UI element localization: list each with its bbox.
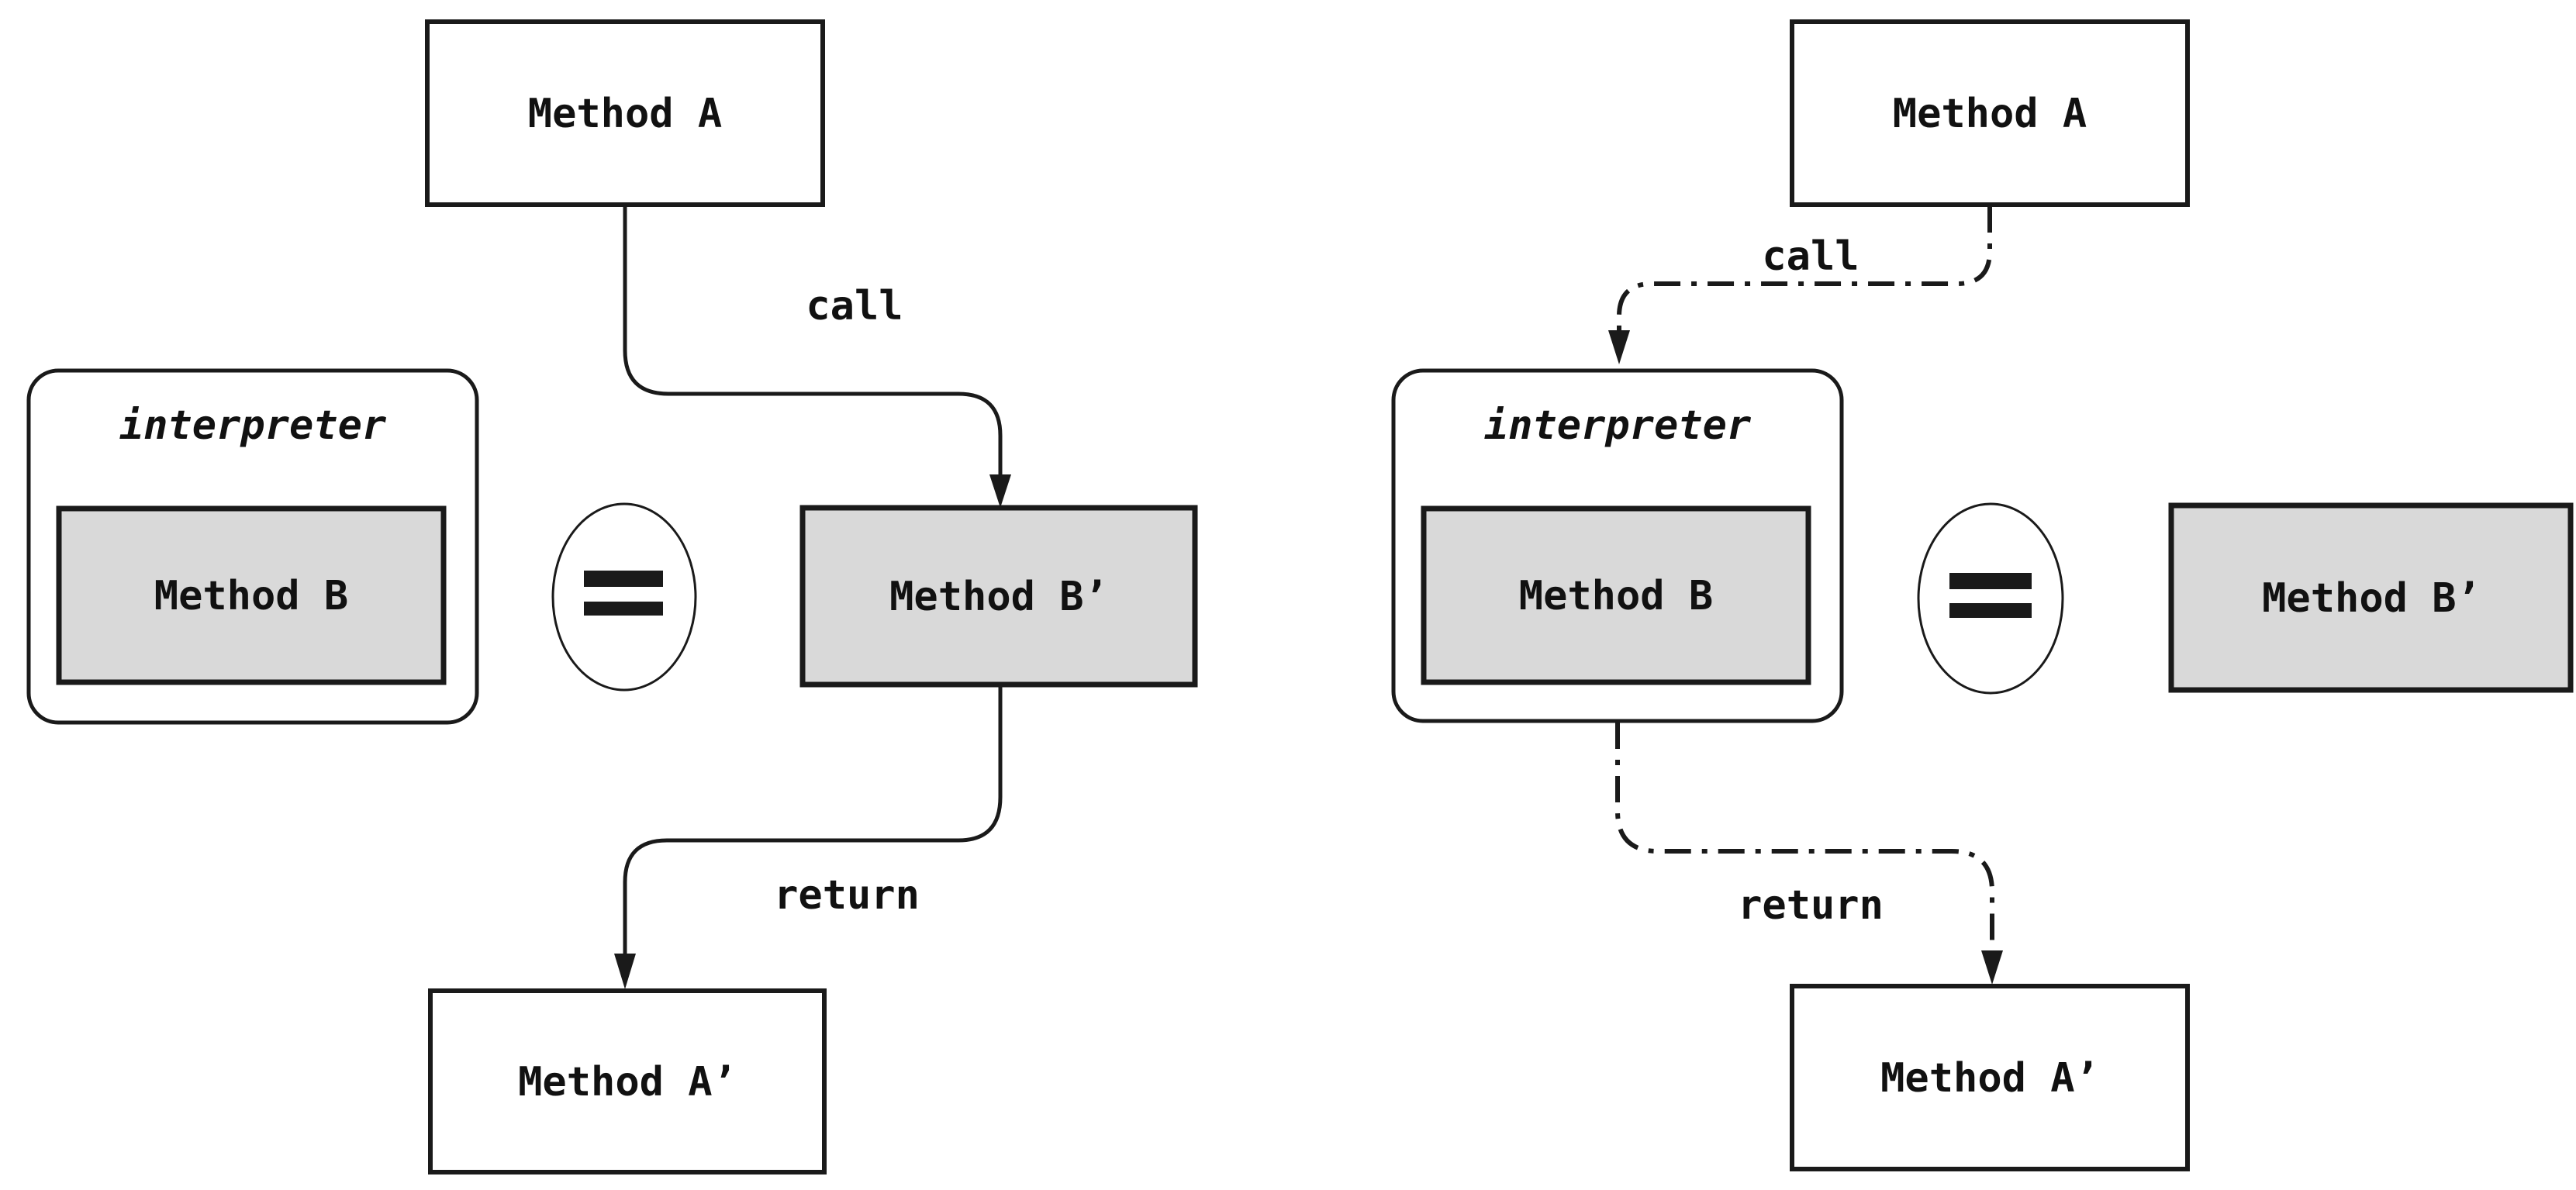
- equals-icon-right: [1917, 502, 2064, 695]
- method-a-label-right: Method A: [1893, 91, 2087, 137]
- right-diagram: Method A call interpreter Method B Metho…: [1391, 19, 2574, 1171]
- return-arrow-left: [623, 686, 1003, 955]
- call-arrow-right: [1617, 206, 1992, 332]
- call-arrowhead-left: [989, 474, 1011, 508]
- method-b-prime-label-left: Method B’: [889, 574, 1108, 620]
- return-label-left: return: [774, 872, 920, 919]
- method-b-prime-box-right: [2168, 502, 2574, 693]
- method-b-prime-label-right: Method B’: [2262, 575, 2481, 622]
- equals-icon-left: [551, 502, 697, 692]
- call-arrowhead-right: [1608, 330, 1630, 364]
- method-b-box-left: [56, 505, 447, 685]
- method-a-prime-box-left: [428, 988, 827, 1174]
- equals-ellipse-right: [1917, 502, 2064, 695]
- interpreter-label-left: interpreter: [119, 402, 387, 449]
- return-arrowhead-left: [614, 954, 636, 989]
- call-label-left: call: [806, 283, 903, 329]
- equals-ellipse-left: [551, 502, 697, 692]
- method-b-box-right: [1421, 505, 1811, 685]
- method-b-prime-box-left: [799, 505, 1198, 688]
- method-a-label-left: Method A: [528, 91, 722, 137]
- method-a-box-right: [1790, 19, 2190, 207]
- left-diagram: Method A call interpreter Method B Metho…: [26, 19, 1198, 1174]
- return-arrow-right: [1615, 723, 1994, 950]
- method-a-prime-box-right: [1790, 984, 2190, 1171]
- return-label-right: return: [1738, 882, 1884, 929]
- call-label-right: call: [1762, 233, 1859, 280]
- method-a-box-left: [425, 19, 825, 207]
- method-a-prime-label-left: Method A’: [518, 1059, 737, 1105]
- interpreter-label-right: interpreter: [1484, 402, 1752, 449]
- method-b-label-left: Method B: [154, 573, 348, 619]
- return-arrowhead-right: [1981, 950, 2003, 985]
- method-b-label-right: Method B: [1519, 573, 1713, 619]
- method-a-prime-label-right: Method A’: [1880, 1055, 2099, 1102]
- call-arrow-left: [623, 206, 1003, 479]
